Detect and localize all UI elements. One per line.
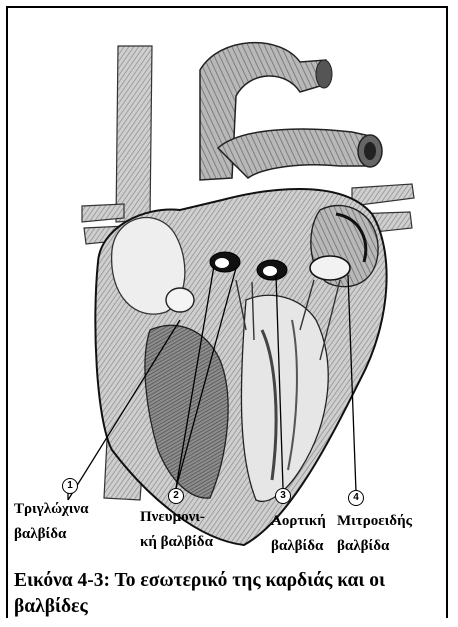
tricuspid-valve xyxy=(166,288,194,312)
marker-3: 3 xyxy=(275,488,291,504)
mitral-valve xyxy=(310,256,350,280)
label-3-line2: βαλβίδα xyxy=(271,537,326,556)
label-4-line1: Μιτροειδής xyxy=(337,512,412,531)
marker-2: 2 xyxy=(168,488,184,504)
marker-4: 4 xyxy=(348,490,364,506)
figure-caption: Εικόνα 4-3: Το εσωτερικό της καρδιάς και… xyxy=(14,568,434,620)
marker-1: 1 xyxy=(62,478,78,494)
left-ventricle xyxy=(241,295,328,501)
label-pulmonary-valve: Πνευμονι- κή βαλβίδα xyxy=(140,508,213,552)
pulmonary-vein-upper xyxy=(352,184,414,206)
superior-vena-cava xyxy=(116,46,152,222)
label-1-line1: Τριγλώχινα xyxy=(14,500,89,519)
label-1-line2: βαλβίδα xyxy=(14,525,89,544)
label-3-line1: Αορτική xyxy=(271,512,326,531)
label-mitral-valve: Μιτροειδής βαλβίδα xyxy=(337,512,412,556)
label-2-line2: κή βαλβίδα xyxy=(140,533,213,552)
aorta-branch xyxy=(316,60,332,88)
label-aortic-valve: Αορτική βαλβίδα xyxy=(271,512,326,556)
label-tricuspid-valve: Τριγλώχινα βαλβίδα xyxy=(14,500,89,544)
label-4-line2: βαλβίδα xyxy=(337,537,412,556)
pulmonary-artery xyxy=(218,129,370,178)
label-2-line1: Πνευμονι- xyxy=(140,508,213,527)
